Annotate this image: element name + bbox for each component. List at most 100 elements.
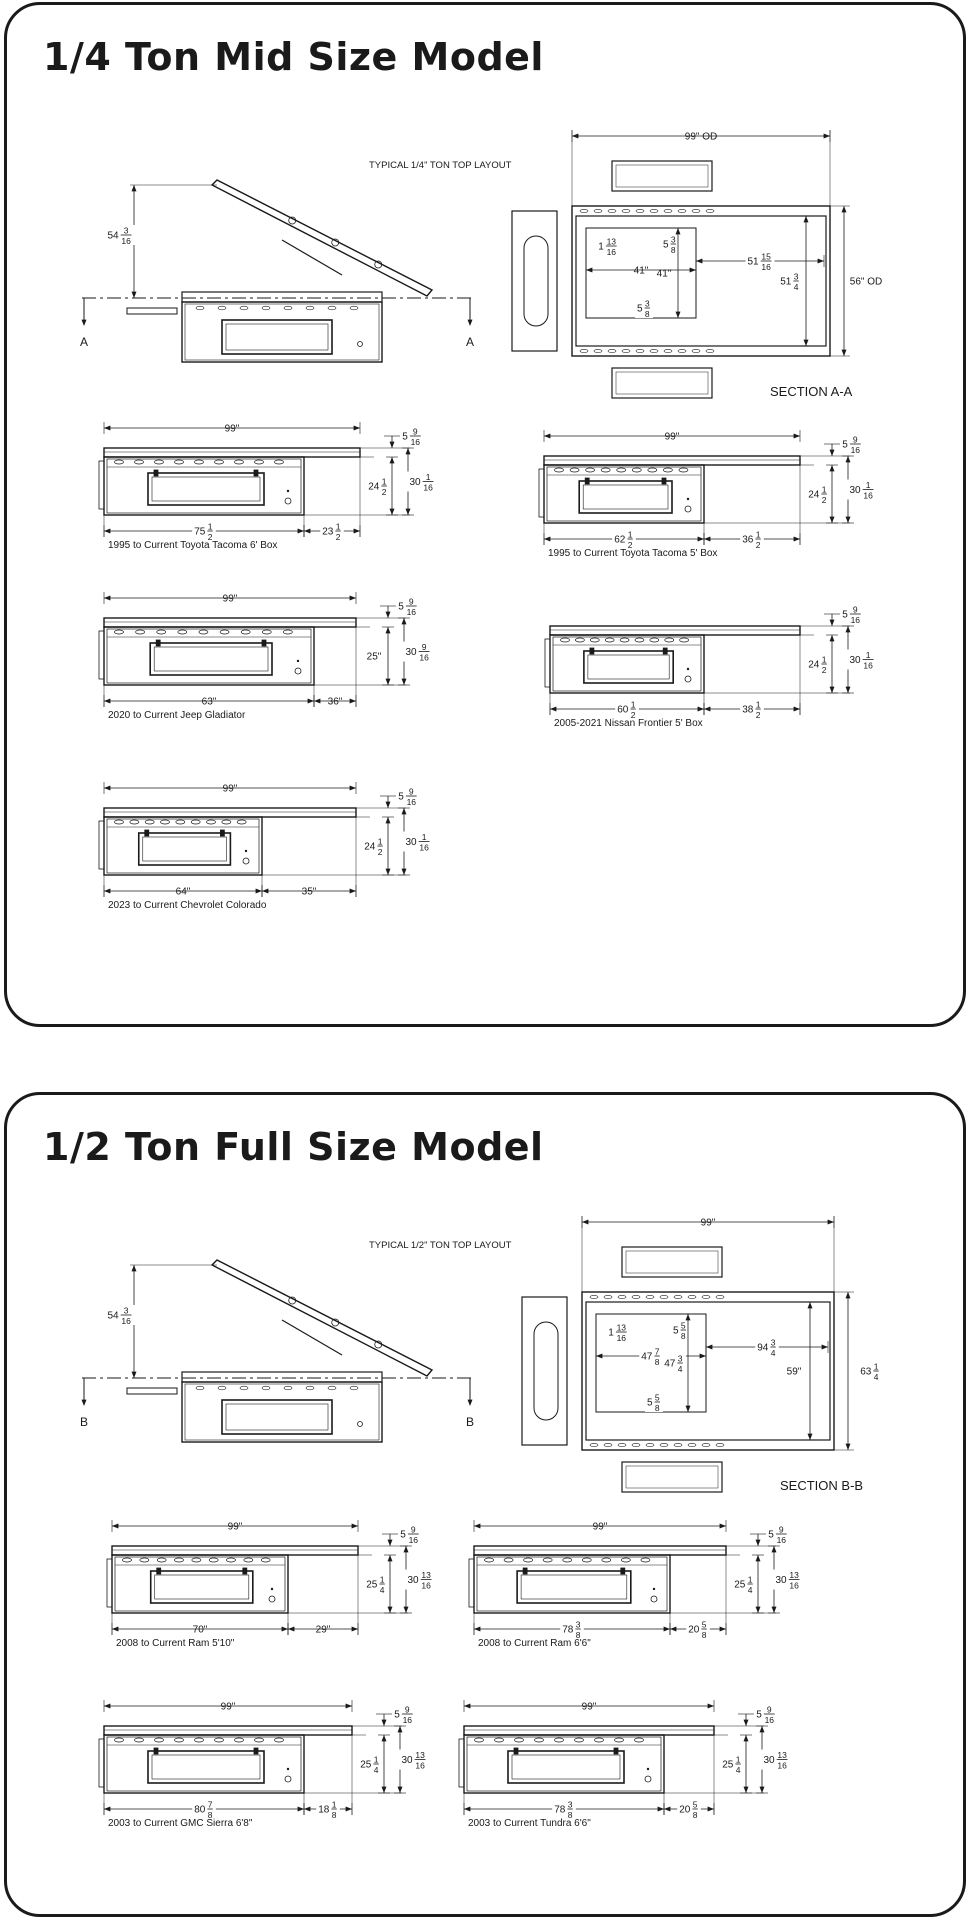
lock-knob	[284, 497, 292, 505]
lock-knob	[357, 341, 363, 347]
access-door-panel	[587, 654, 670, 680]
dimension-denominator: 8	[332, 1810, 337, 1820]
dimension-denominator: 2	[822, 495, 827, 505]
vent-slots	[560, 637, 689, 643]
vent-slot	[593, 349, 603, 353]
dimension-denominator: 2	[628, 540, 633, 550]
dimension-whole: 5	[663, 240, 669, 251]
dimension-mask	[662, 1353, 686, 1373]
arrowhead	[281, 1626, 288, 1632]
vent-slot	[283, 629, 293, 635]
vent-slot	[239, 1385, 249, 1391]
arrowhead	[759, 1726, 765, 1733]
vent-slot	[705, 209, 715, 213]
vent-slot	[631, 1443, 641, 1447]
dimension-whole: 5	[842, 610, 848, 621]
lid-panel	[210, 1259, 434, 1377]
dimension-whole: 38	[742, 705, 754, 716]
dimension-numerator: 5	[655, 1393, 660, 1403]
dimension-denominator: 16	[851, 445, 861, 455]
arrowhead	[401, 808, 407, 815]
arrowhead	[349, 888, 356, 894]
arrowhead	[403, 1546, 409, 1553]
arrowhead	[307, 698, 314, 704]
dimension-value: 35"	[302, 887, 317, 898]
dimension-whole: 5	[756, 1710, 762, 1721]
dimension-numerator: 13	[415, 1750, 425, 1760]
dimension-whole: 20	[688, 1625, 700, 1636]
arrowhead	[104, 785, 111, 791]
dimension-mask	[671, 1320, 689, 1340]
dimension-mask	[105, 225, 135, 245]
door-hinge	[253, 1747, 259, 1755]
vent-slot	[194, 459, 204, 465]
section-marker: A	[466, 335, 474, 349]
tray-top	[621, 1246, 723, 1278]
overhang-dimension: 36"	[313, 695, 357, 708]
access-door	[137, 832, 232, 866]
arrowhead	[304, 528, 311, 534]
access-door	[147, 1750, 265, 1784]
arrowhead	[104, 1806, 111, 1812]
lid-hinge-knuckle	[331, 238, 340, 247]
access-door-panel	[142, 836, 227, 862]
dimension-whole: 24	[364, 842, 376, 853]
vent-slot	[234, 1737, 244, 1743]
dimension-numerator: 1	[866, 480, 871, 490]
vent-slot	[569, 467, 580, 473]
door-hinge	[261, 639, 267, 647]
arrowhead	[845, 626, 851, 633]
dimension-whole: 36	[742, 535, 754, 546]
dimension-whole: 62	[614, 535, 626, 546]
vent-slot	[219, 629, 230, 635]
dimension-value: 99"	[593, 1522, 608, 1533]
lock-dot	[286, 489, 290, 493]
access-door	[147, 472, 265, 506]
arrowhead	[685, 1405, 691, 1412]
dimension-mask	[612, 529, 636, 549]
arrowhead	[467, 319, 473, 326]
overall-length-dimension: 99"	[103, 592, 357, 605]
dimension-numerator: 3	[645, 299, 650, 309]
dimension-label: 25"	[367, 652, 382, 663]
dimension-mask	[403, 641, 433, 662]
access-door-panel	[153, 646, 269, 672]
dimension-mask	[639, 1346, 663, 1366]
arrowhead	[817, 258, 824, 264]
dimension-denominator: 16	[863, 661, 873, 671]
arrowhead	[351, 1626, 358, 1632]
vent-slot	[701, 1295, 711, 1299]
dimension-numerator: 9	[779, 1525, 784, 1535]
access-door-panel	[151, 476, 261, 502]
dimension-denominator: 8	[693, 1810, 698, 1820]
vent-slot	[260, 1557, 271, 1563]
vent-slot	[715, 1443, 725, 1447]
vent-slot	[190, 819, 201, 825]
vent-slot	[649, 209, 659, 213]
arrowhead	[81, 319, 87, 326]
dimension-denominator: 4	[771, 1348, 776, 1358]
door-hinge	[219, 829, 225, 837]
arrowhead	[464, 1703, 471, 1709]
box-inner-frame	[106, 458, 302, 514]
door-hinge	[662, 647, 668, 655]
box-body	[103, 1734, 305, 1794]
dimension-numerator: 3	[678, 1354, 683, 1364]
arrowhead	[397, 1786, 403, 1793]
vent-slot	[705, 349, 715, 353]
dimension-mask	[560, 1619, 584, 1639]
dimension-whole: 30	[402, 1755, 414, 1766]
vent-slot	[634, 1737, 644, 1743]
vent-slot	[677, 209, 687, 213]
arrowhead	[387, 1555, 393, 1562]
top-rail	[103, 807, 357, 818]
arrowhead	[104, 698, 111, 704]
